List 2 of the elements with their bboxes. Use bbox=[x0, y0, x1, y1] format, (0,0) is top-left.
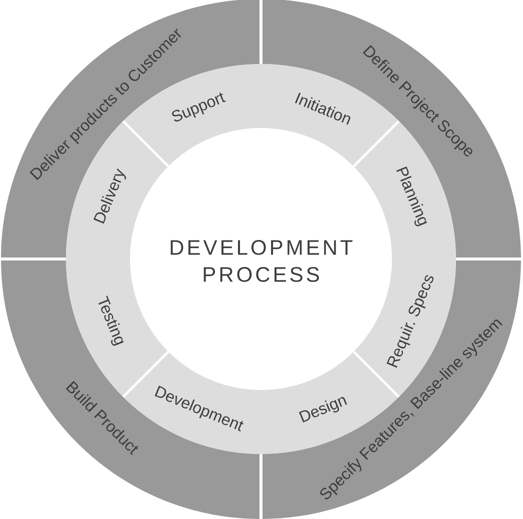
node-label: Testing bbox=[98, 296, 124, 346]
node-label: Design bbox=[298, 397, 347, 422]
